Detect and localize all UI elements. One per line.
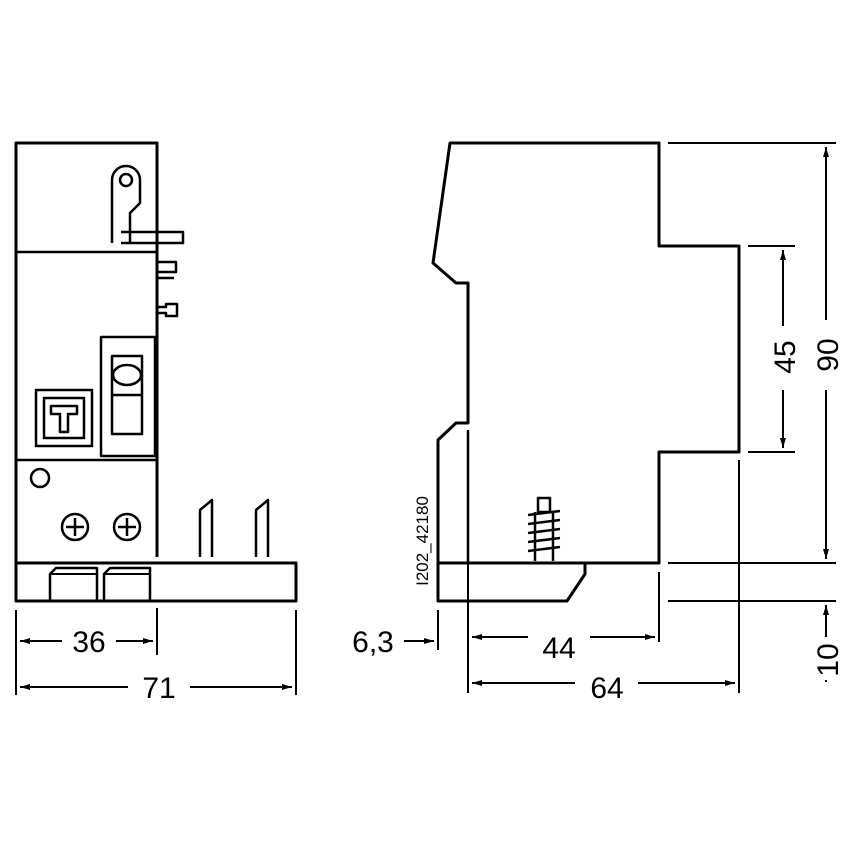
front-body-outline [14, 141, 159, 563]
terminal-screw-left [60, 512, 90, 542]
front-small-stud [157, 302, 179, 318]
front-dimensions [15, 608, 297, 695]
front-bracket-clip [157, 260, 178, 280]
dim-64-label: 64 [590, 672, 623, 705]
front-pin-left [198, 498, 214, 557]
drawing-code: I202_42180 [413, 496, 432, 586]
side-base [436, 561, 587, 603]
front-base [14, 561, 298, 603]
front-window-knob [111, 363, 143, 387]
test-button-inner [42, 396, 86, 440]
dim-6-3-label: 6,3 [352, 626, 394, 659]
test-button-t-shape [49, 404, 79, 434]
front-view [14, 141, 298, 603]
dim-45-label: 45 [769, 340, 802, 373]
dim-10-label: 10 [812, 643, 845, 676]
test-button-frame [34, 388, 94, 448]
led-indicator [29, 467, 51, 489]
side-screw [527, 496, 561, 561]
dim-71-label: 71 [142, 672, 175, 705]
terminal-screw-right [112, 512, 142, 542]
front-window [99, 335, 157, 458]
dim-36-label: 36 [72, 626, 105, 659]
side-view [431, 141, 741, 603]
side-dimensions [404, 142, 836, 693]
front-base-clip-right [102, 566, 152, 601]
front-pin-right [254, 498, 270, 557]
front-bracket [121, 230, 185, 245]
front-lever [110, 164, 142, 243]
side-body-outline [431, 141, 741, 565]
front-base-clip-left [48, 566, 99, 601]
dim-90-label: 90 [812, 338, 845, 371]
front-lever-pivot [118, 172, 134, 188]
dim-44-label: 44 [542, 632, 575, 665]
